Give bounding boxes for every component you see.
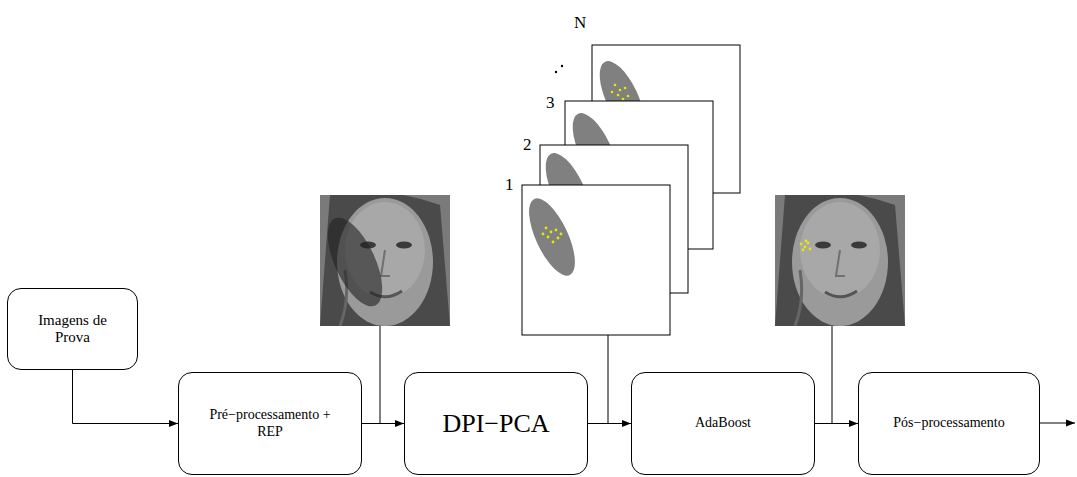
output-arrow <box>1040 423 1075 424</box>
node-text: AdaBoost <box>695 415 751 431</box>
flow-arrow <box>362 423 404 424</box>
node-text: Pré−processamento + REP <box>206 407 334 439</box>
process-box: Pós−processamento <box>858 372 1040 475</box>
flow-arrow <box>588 423 631 424</box>
frame-number: N <box>574 14 586 31</box>
process-box: DPI−PCA <box>404 372 588 475</box>
process-box: AdaBoost <box>631 372 815 475</box>
frame-number: 2 <box>523 136 532 153</box>
leader-line <box>608 335 609 423</box>
flow-arrow <box>815 423 858 424</box>
process-box: Pré−processamento + REP <box>178 372 362 475</box>
flow-arrow <box>73 370 179 424</box>
input-box: Imagens de Prova <box>7 288 138 370</box>
frame-number: 3 <box>546 94 555 111</box>
leader-line <box>832 326 833 423</box>
node-text: Imagens de Prova <box>38 312 108 347</box>
node-text: Pós−processamento <box>893 415 1004 431</box>
leader-line <box>380 326 381 423</box>
node-text: DPI−PCA <box>442 409 549 439</box>
frame-number: 1 <box>505 176 514 193</box>
face-image <box>775 195 905 326</box>
face-image <box>320 195 450 326</box>
frame-stack <box>520 45 740 335</box>
